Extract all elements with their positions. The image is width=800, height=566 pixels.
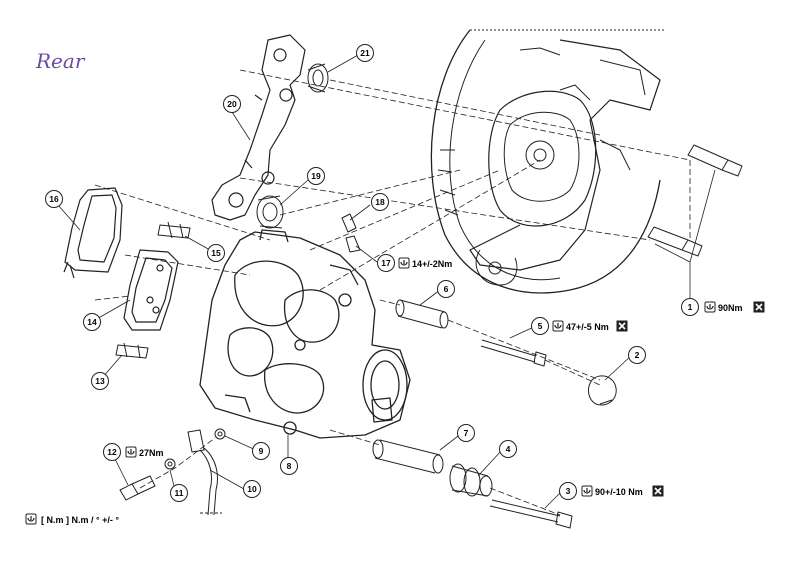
callout-number: 4 xyxy=(506,444,511,454)
callout-8: 8 xyxy=(280,457,298,475)
caliper-bracket xyxy=(211,34,306,221)
caliper-body xyxy=(199,229,411,439)
callout-4: 4 xyxy=(499,440,517,458)
callout-10: 10 xyxy=(243,480,261,498)
callout-3: 3 90+/-10 Nm xyxy=(559,482,665,500)
callout-number: 1 xyxy=(688,302,693,312)
assembly-lines xyxy=(94,69,691,516)
callout-5: 5 47+/-5 Nm xyxy=(531,317,629,335)
callouts: 21 20 19 18 17 14+/-2Nm 16 15 xyxy=(45,44,766,502)
callout-13: 13 xyxy=(91,372,109,390)
brake-disc-and-knuckle xyxy=(430,29,665,294)
torque-spec: 27Nm xyxy=(139,448,164,458)
callout-number: 5 xyxy=(538,321,543,331)
callout-number: 2 xyxy=(635,350,640,360)
torque-spec: 47+/-5 Nm xyxy=(566,322,609,332)
callout-number: 17 xyxy=(381,258,391,268)
callout-16: 16 xyxy=(45,190,63,208)
callout-20: 20 xyxy=(223,95,241,113)
brake-pads xyxy=(63,187,179,331)
callout-18: 18 xyxy=(371,193,389,211)
view-heading: Rear xyxy=(35,49,86,73)
callout-2: 2 xyxy=(628,346,646,364)
callout-number: 7 xyxy=(464,428,469,438)
torque-wrench-icon xyxy=(398,257,410,269)
callout-number: 13 xyxy=(95,376,105,386)
callout-number: 9 xyxy=(259,446,264,456)
pin-boot xyxy=(449,463,493,497)
guide-pins xyxy=(372,299,449,474)
callout-number: 6 xyxy=(444,284,449,294)
callout-19: 19 xyxy=(307,167,325,185)
callout-11: 11 xyxy=(170,484,188,502)
torque-legend: [ N.m ] N.m / ° +/- ° xyxy=(25,513,119,525)
callout-1: 1 90Nm xyxy=(681,298,766,316)
line-art xyxy=(63,29,743,529)
callout-number: 8 xyxy=(287,461,292,471)
callout-number: 20 xyxy=(227,99,237,109)
callout-number: 19 xyxy=(311,171,321,181)
torque-wrench-icon xyxy=(552,320,564,332)
guide-boots xyxy=(256,63,329,229)
legend-text: [ N.m ] N.m / ° +/- ° xyxy=(41,515,119,525)
torque-spec: 90Nm xyxy=(718,303,743,313)
replace-part-icon xyxy=(615,319,629,333)
callout-number: 18 xyxy=(375,197,385,207)
guide-bolts xyxy=(480,339,573,529)
callout-21: 21 xyxy=(356,44,374,62)
callout-number: 15 xyxy=(211,248,221,258)
bleed-valve xyxy=(341,213,361,253)
torque-wrench-icon xyxy=(704,301,716,313)
dust-cap xyxy=(588,375,617,406)
callout-7: 7 xyxy=(457,424,475,442)
callout-15: 15 xyxy=(207,244,225,262)
torque-wrench-icon xyxy=(125,446,137,458)
replace-part-icon xyxy=(651,484,665,498)
callout-9: 9 xyxy=(252,442,270,460)
replace-part-icon xyxy=(752,300,766,314)
callout-17: 17 14+/-2Nm xyxy=(377,254,452,272)
leader-lines xyxy=(57,54,716,509)
callout-14: 14 xyxy=(83,313,101,331)
callout-6: 6 xyxy=(437,280,455,298)
callout-number: 21 xyxy=(360,48,370,58)
knuckle-bolts xyxy=(647,144,743,257)
pad-clips xyxy=(115,221,191,359)
callout-number: 3 xyxy=(566,486,571,496)
torque-spec: 90+/-10 Nm xyxy=(595,487,643,497)
callout-12: 12 27Nm xyxy=(103,443,164,461)
callout-number: 10 xyxy=(247,484,257,494)
torque-spec: 14+/-2Nm xyxy=(412,259,452,269)
torque-wrench-icon xyxy=(581,485,593,497)
callout-number: 16 xyxy=(49,194,59,204)
callout-number: 11 xyxy=(175,488,184,498)
callout-number: 12 xyxy=(107,447,117,457)
torque-wrench-icon xyxy=(25,513,37,525)
callout-number: 14 xyxy=(87,317,97,327)
